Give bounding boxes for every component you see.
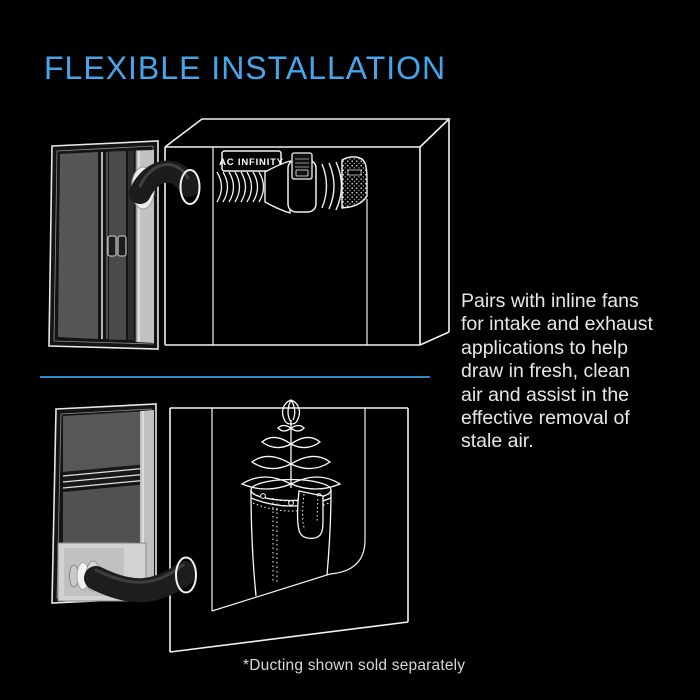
footnote: *Ducting shown sold separately [243, 657, 466, 674]
bottom-installation-diagram [36, 390, 456, 662]
grow-tent-illustration [169, 407, 409, 653]
description-line: air and assist in the [461, 383, 630, 406]
duct-hose-illustration [129, 160, 201, 205]
inline-fan-icon [287, 152, 317, 213]
duct-assembly [216, 152, 368, 214]
bag-strap [296, 490, 324, 540]
window-illustration [51, 403, 157, 604]
description-line: draw in fresh, clean [461, 360, 631, 383]
description-line: effective removal of [461, 407, 630, 430]
tent-port-ring [175, 556, 197, 594]
section-divider [40, 376, 430, 378]
duct-hose-illustration [69, 556, 197, 603]
duct-spring-rings [321, 161, 343, 211]
description-line: Pairs with inline fans [461, 290, 639, 312]
flower-bud [281, 399, 301, 425]
tent-port-ring [179, 169, 201, 205]
top-installation-diagram: AC INFINITY [36, 106, 456, 358]
duct-transition-cone [264, 160, 291, 214]
grow-bag-icon [250, 478, 332, 597]
description-text: Pairs with inline fans for intake and ex… [461, 290, 691, 454]
tent-cutaway-right-edge [211, 408, 366, 612]
corrugated-duct-icon [216, 171, 265, 203]
description-line: stale air. [461, 430, 534, 453]
top-diagram-graphic: AC INFINITY [48, 118, 451, 350]
description-line: for intake and exhaust [461, 313, 653, 336]
grow-tent-illustration [164, 118, 451, 346]
description-line: applications to help [461, 336, 628, 359]
carbon-filter-icon [341, 156, 368, 209]
plant-icon [240, 399, 342, 490]
window-handle [107, 235, 117, 257]
svg-text:AC INFINITY: AC INFINITY [219, 157, 284, 168]
page-title: FLEXIBLE INSTALLATION [44, 50, 447, 86]
bottom-diagram-graphic [51, 399, 409, 653]
ac-infinity-label: AC INFINITY [219, 150, 284, 172]
